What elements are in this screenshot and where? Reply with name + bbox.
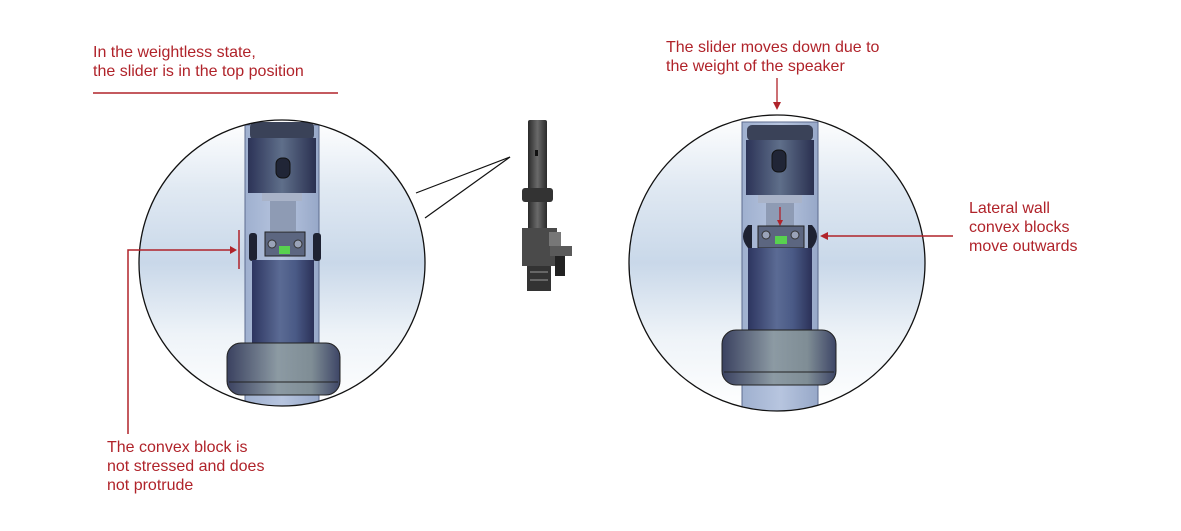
- right-callout-annotation: Lateral wall convex blocks move outwards: [969, 200, 1078, 255]
- left-detail-circle: [138, 119, 426, 407]
- zoom-connector-lines: [415, 156, 511, 219]
- left-title-annotation: In the weightless state, the slider is i…: [93, 44, 304, 80]
- right-detail-circle: [628, 114, 926, 412]
- left-callout-annotation: The convex block is not stressed and doe…: [107, 439, 265, 494]
- right-title-arrow: [773, 78, 781, 110]
- speaker-stand-image: [522, 120, 572, 291]
- left-callout-arrow: [127, 230, 240, 434]
- right-title-annotation: The slider moves down due to the weight …: [666, 39, 880, 75]
- right-callout-arrow: [820, 232, 953, 240]
